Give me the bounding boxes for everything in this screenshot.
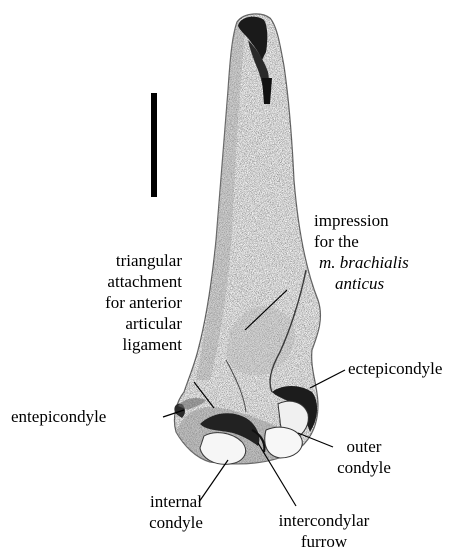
- label-intercondylar-line-1: intercondylar: [254, 510, 394, 531]
- label-entepicondyle: entepicondyle: [11, 406, 106, 427]
- label-impression-line-2: for the: [314, 231, 409, 252]
- label-internal-condyle-line-2: condyle: [128, 512, 224, 533]
- scale-bar: [151, 93, 157, 197]
- label-entepicondyle-text: entepicondyle: [11, 406, 106, 427]
- label-intercondylar-line-2: furrow: [254, 531, 394, 552]
- label-ectepicondyle: ectepicondyle: [348, 358, 442, 379]
- outer-condyle-shape: [265, 427, 302, 458]
- label-impression-line-3: m. brachialis: [314, 252, 409, 273]
- label-triangular-line-2: attachment: [33, 271, 182, 292]
- label-internal-condyle-line-1: internal: [128, 491, 224, 512]
- label-outer-condyle: outer condyle: [332, 436, 396, 478]
- label-impression-brachialis: impression for the m. brachialis anticus: [314, 210, 409, 294]
- label-impression-line-1: impression: [314, 210, 409, 231]
- label-outer-condyle-line-1: outer: [332, 436, 396, 457]
- label-triangular-line-5: ligament: [33, 334, 182, 355]
- label-triangular-attachment: triangular attachment for anterior artic…: [33, 250, 182, 355]
- label-triangular-line-4: articular: [33, 313, 182, 334]
- leader-ectepicondyle: [310, 370, 345, 388]
- label-ectepicondyle-text: ectepicondyle: [348, 358, 442, 379]
- label-outer-condyle-line-2: condyle: [332, 457, 396, 478]
- label-triangular-line-1: triangular: [33, 250, 182, 271]
- label-internal-condyle: internal condyle: [128, 491, 224, 533]
- label-impression-line-4: anticus: [314, 273, 409, 294]
- label-triangular-line-3: for anterior: [33, 292, 182, 313]
- label-intercondylar-furrow: intercondylar furrow: [254, 510, 394, 552]
